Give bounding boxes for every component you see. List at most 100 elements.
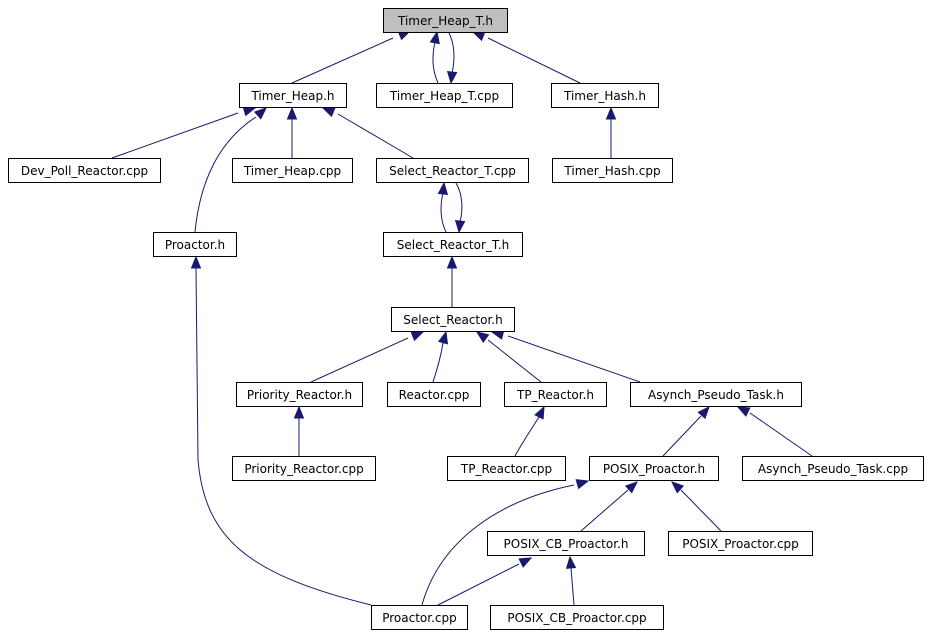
- arrowhead-icon: [321, 107, 336, 118]
- edge-timer_hash_cpp-to-timer_hash_h: [605, 106, 617, 158]
- node-label: POSIX_CB_Proactor.cpp: [507, 611, 646, 625]
- node-box[interactable]: [236, 382, 363, 407]
- node-select-reactor-h[interactable]: Select_Reactor.h: [391, 307, 515, 332]
- node-label: Asynch_Pseudo_Task.h: [648, 388, 784, 402]
- edge-timer_heap_cpp-to-timer_heap_h: [286, 106, 298, 158]
- edge-line: [194, 116, 257, 233]
- node-label: Timer_Heap.cpp: [243, 164, 341, 178]
- edge-asynch_pseudo_task_cpp-to-asynch_pseudo_task_h: [736, 406, 813, 457]
- arrowhead-icon: [286, 106, 298, 120]
- node-timer-heap-h[interactable]: Timer_Heap.h: [239, 83, 347, 108]
- arrowhead-icon: [518, 557, 533, 568]
- node-label: Select_Reactor_T.cpp: [389, 164, 516, 178]
- edge-line: [432, 41, 439, 84]
- node-label: POSIX_Proactor.cpp: [682, 537, 799, 551]
- edge-priority_reactor_cpp-to-priority_reactor_h: [293, 405, 305, 456]
- node-box[interactable]: [232, 158, 353, 183]
- node-dev-poll-reactor-cpp[interactable]: Dev_Poll_Reactor.cpp: [8, 158, 161, 183]
- node-label: Reactor.cpp: [399, 388, 470, 402]
- node-label: Asynch_Pseudo_Task.cpp: [758, 462, 908, 476]
- node-box[interactable]: [383, 232, 523, 257]
- edge-line: [455, 182, 463, 223]
- edge-line: [440, 192, 447, 233]
- node-tp-reactor-h[interactable]: TP_Reactor.h: [504, 382, 607, 407]
- edge-line: [487, 339, 542, 383]
- node-posix-proactor-cpp[interactable]: POSIX_Proactor.cpp: [668, 531, 813, 556]
- node-box[interactable]: [504, 382, 607, 407]
- node-box[interactable]: [391, 307, 515, 332]
- edge-posix_cb_proactor_cpp-to-posix_cb_proactor_h: [565, 555, 577, 606]
- arrowhead-icon: [242, 106, 257, 117]
- arrowhead-icon: [605, 106, 617, 120]
- edge-posix_proactor_cpp-to-posix_proactor_h: [671, 481, 722, 532]
- node-label: Proactor.h: [165, 238, 225, 252]
- edge-line: [514, 416, 540, 457]
- node-timer-hash-h[interactable]: Timer_Hash.h: [551, 83, 659, 108]
- edge-line: [437, 563, 520, 606]
- node-proactor-h[interactable]: Proactor.h: [153, 232, 237, 257]
- node-box[interactable]: [742, 456, 924, 481]
- node-posix-proactor-h[interactable]: POSIX_Proactor.h: [589, 456, 719, 481]
- edge-timer_heap_h-to-timer_heap_t_h: [291, 30, 412, 84]
- arrowhead-icon: [429, 30, 440, 45]
- node-posix-cb-proactor-h[interactable]: POSIX_CB_Proactor.h: [487, 531, 645, 556]
- edge-line: [662, 415, 702, 457]
- node-timer-hash-cpp[interactable]: Timer_Hash.cpp: [552, 158, 673, 183]
- arrowhead-icon: [624, 481, 638, 494]
- node-box[interactable]: [371, 605, 468, 630]
- edge-proactor_cpp-to-proactor_h: [190, 255, 372, 606]
- arrowhead-icon: [446, 71, 458, 85]
- node-box[interactable]: [387, 382, 481, 407]
- node-box[interactable]: [490, 605, 664, 630]
- node-label: TP_Reactor.cpp: [460, 462, 552, 476]
- node-box[interactable]: [8, 158, 161, 183]
- node-label: Select_Reactor.h: [403, 313, 502, 327]
- edge-line: [448, 32, 455, 74]
- node-box[interactable]: [630, 382, 802, 407]
- node-priority-reactor-h[interactable]: Priority_Reactor.h: [236, 382, 363, 407]
- node-tp-reactor-cpp[interactable]: TP_Reactor.cpp: [447, 456, 566, 481]
- arrowhead-icon: [534, 405, 545, 420]
- arrowhead-icon: [446, 255, 458, 269]
- arrowhead-icon: [575, 479, 590, 490]
- node-box[interactable]: [668, 531, 813, 556]
- node-box[interactable]: [447, 456, 566, 481]
- arrowhead-icon: [471, 31, 486, 42]
- edge-line: [337, 113, 414, 159]
- node-timer-heap-t-h[interactable]: Timer_Heap_T.h: [383, 8, 508, 33]
- node-asynch-pseudo-task-h[interactable]: Asynch_Pseudo_Task.h: [630, 382, 802, 407]
- node-priority-reactor-cpp[interactable]: Priority_Reactor.cpp: [232, 456, 376, 481]
- node-box[interactable]: [551, 83, 659, 108]
- node-reactor-cpp[interactable]: Reactor.cpp: [387, 382, 481, 407]
- node-box[interactable]: [239, 83, 347, 108]
- node-box[interactable]: [376, 158, 529, 183]
- node-timer-heap-t-cpp[interactable]: Timer_Heap_T.cpp: [376, 83, 513, 108]
- node-box[interactable]: [376, 83, 513, 108]
- node-timer-heap-cpp[interactable]: Timer_Heap.cpp: [232, 158, 353, 183]
- edge-line: [580, 489, 629, 532]
- edge-select_reactor_t_cpp-to-timer_heap_h: [321, 107, 414, 159]
- arrowhead-icon: [736, 406, 751, 417]
- node-box[interactable]: [589, 456, 719, 481]
- edge-asynch_pseudo_task_h-to-select_reactor_h: [490, 329, 641, 383]
- node-asynch-pseudo-task-cpp[interactable]: Asynch_Pseudo_Task.cpp: [742, 456, 924, 481]
- node-box[interactable]: [552, 158, 673, 183]
- edge-dev_poll_reactor_cpp-to-timer_heap_h: [111, 106, 257, 159]
- edge-line: [507, 335, 641, 383]
- node-select-reactor-t-cpp[interactable]: Select_Reactor_T.cpp: [376, 158, 529, 183]
- node-box[interactable]: [383, 8, 508, 33]
- node-posix-cb-proactor-cpp[interactable]: POSIX_CB_Proactor.cpp: [490, 605, 664, 630]
- node-box[interactable]: [153, 232, 237, 257]
- node-label: Dev_Poll_Reactor.cpp: [21, 164, 148, 178]
- node-box[interactable]: [232, 456, 376, 481]
- edge-timer_heap_t_h-to-timer_heap_t_cpp: [446, 32, 458, 85]
- edge-posix_cb_proactor_h-to-posix_proactor_h: [580, 481, 638, 532]
- node-select-reactor-t-h[interactable]: Select_Reactor_T.h: [383, 232, 523, 257]
- node-label: Priority_Reactor.cpp: [244, 462, 363, 476]
- edge-priority_reactor_h-to-select_reactor_h: [310, 331, 425, 383]
- node-box[interactable]: [487, 531, 645, 556]
- arrowhead-icon: [190, 255, 202, 269]
- node-proactor-cpp[interactable]: Proactor.cpp: [371, 605, 468, 630]
- edge-reactor_cpp-to-select_reactor_h: [432, 330, 449, 383]
